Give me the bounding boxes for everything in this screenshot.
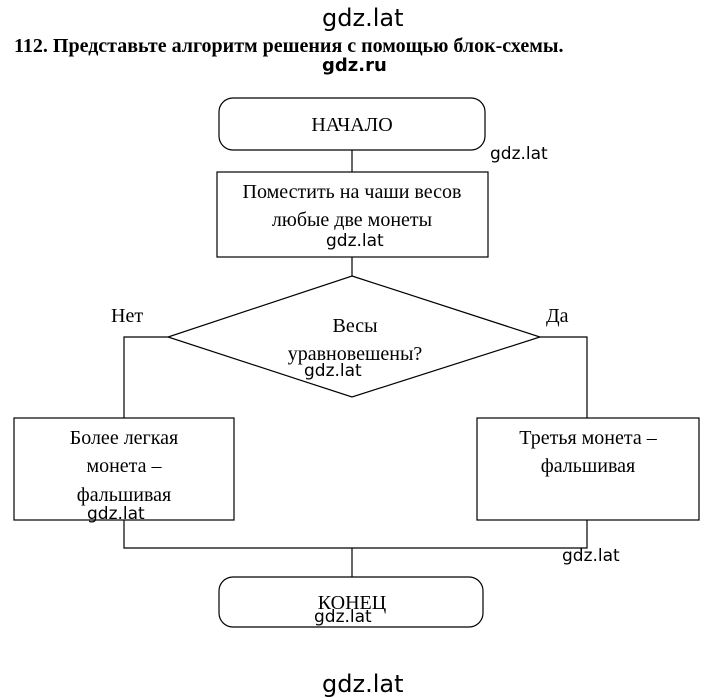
- watermark-result-no: gdz.lat: [87, 504, 145, 524]
- process-line-2: любые две монеты: [272, 209, 432, 231]
- watermark-merge: gdz.lat: [562, 546, 620, 566]
- watermark-bottom: gdz.lat: [322, 670, 404, 698]
- watermark-start: gdz.lat: [490, 144, 548, 164]
- connector-no-merge: [123, 520, 352, 549]
- process-box: [216, 171, 489, 258]
- watermark-end: gdz.lat: [314, 607, 372, 627]
- watermark-top: gdz.lat: [322, 4, 404, 32]
- result-no-line-1: Более легкая: [70, 427, 179, 449]
- result-no-line-2: монета –: [86, 455, 162, 477]
- result-no-box: [13, 417, 235, 521]
- decision-line-2: уравновешены?: [288, 343, 423, 365]
- watermark-decision: gdz.lat: [304, 361, 362, 381]
- result-yes-line-1: Третья монета –: [519, 427, 657, 449]
- start-label: НАЧАЛО: [311, 114, 392, 136]
- connector-decision-no: [123, 336, 168, 418]
- task-title: 112. Представьте алгоритм решения с помо…: [14, 35, 564, 57]
- label-yes: Да: [546, 305, 569, 327]
- result-yes-line-2: фальшивая: [541, 455, 635, 477]
- end-label: КОНЕЦ: [318, 592, 386, 614]
- start-terminator: [218, 97, 486, 151]
- connector-decision-yes: [540, 336, 588, 418]
- result-no-line-3: фальшивая: [77, 484, 171, 506]
- watermark-gdz-ru: gdz.ru: [322, 55, 387, 76]
- label-no: Нет: [111, 305, 143, 327]
- decision-diamond: [166, 275, 542, 398]
- connector-yes-merge: [352, 520, 588, 549]
- decision-line-1: Весы: [332, 315, 377, 337]
- end-terminator: [218, 576, 484, 628]
- result-yes-box: [476, 417, 700, 521]
- process-line-1: Поместить на чаши весов: [243, 181, 462, 203]
- watermark-process: gdz.lat: [326, 231, 384, 251]
